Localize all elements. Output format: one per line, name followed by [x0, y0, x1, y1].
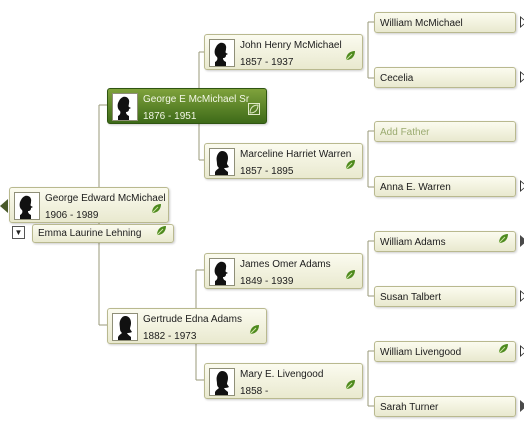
silhouette-icon — [209, 39, 235, 67]
expand-arrow-icon[interactable] — [520, 71, 524, 83]
person-years: 1849 - 1939 — [240, 276, 294, 287]
silhouette-icon — [14, 192, 40, 220]
person-card-maternal-grandfather[interactable]: James Omer Adams 1849 - 1939 — [204, 253, 363, 289]
person-card-gen4[interactable]: William McMichael — [374, 12, 516, 33]
leaf-icon[interactable] — [345, 379, 356, 393]
person-name: Sarah Turner — [380, 402, 439, 413]
person-card-gen4[interactable]: William Livengood — [374, 341, 516, 362]
leaf-icon[interactable] — [498, 233, 509, 247]
person-card-paternal-grandfather[interactable]: John Henry McMichael 1857 - 1937 — [204, 34, 363, 70]
person-name: Gertrude Edna Adams — [143, 314, 242, 325]
person-name: George Edward McMichael — [45, 193, 166, 204]
expand-arrow-icon[interactable] — [520, 235, 524, 247]
person-card-mother[interactable]: Gertrude Edna Adams 1882 - 1973 — [107, 308, 267, 344]
person-card-father[interactable]: George E McMichael Sr 1876 - 1951 — [107, 88, 267, 124]
silhouette-icon — [112, 93, 138, 121]
person-years: 1906 - 1989 — [45, 210, 99, 221]
spouse-name: Emma Laurine Lehning — [38, 228, 142, 239]
person-card-gen4[interactable]: Anna E. Warren — [374, 176, 516, 197]
leaf-icon[interactable] — [248, 103, 260, 118]
person-card-maternal-grandmother[interactable]: Mary E. Livengood 1858 - — [204, 363, 363, 399]
person-name: James Omer Adams — [240, 259, 331, 270]
person-card-root[interactable]: George Edward McMichael 1906 - 1989 — [9, 187, 169, 223]
spouse-card[interactable]: Emma Laurine Lehning — [32, 224, 174, 243]
silhouette-icon — [209, 258, 235, 286]
person-name: William Adams — [380, 237, 446, 248]
person-name: Marceline Harriet Warren — [240, 149, 352, 160]
person-card-gen4[interactable]: William Adams — [374, 231, 516, 252]
person-name: John Henry McMichael — [240, 40, 342, 51]
leaf-icon[interactable] — [151, 203, 162, 217]
leaf-icon[interactable] — [345, 50, 356, 64]
person-name: William McMichael — [380, 18, 463, 29]
person-name: George E McMichael Sr — [143, 94, 250, 105]
person-name: Mary E. Livengood — [240, 369, 324, 380]
spouse-dropdown-button[interactable]: ▼ — [12, 226, 25, 239]
person-name: Anna E. Warren — [380, 182, 451, 193]
silhouette-icon — [209, 368, 235, 396]
person-card-gen4[interactable]: Susan Talbert — [374, 286, 516, 307]
person-years: 1876 - 1951 — [143, 111, 197, 122]
leaf-icon[interactable] — [345, 269, 356, 283]
leaf-icon[interactable] — [345, 159, 356, 173]
person-name: Cecelia — [380, 73, 414, 84]
person-name: William Livengood — [380, 347, 462, 358]
silhouette-icon — [112, 313, 138, 341]
expand-arrow-icon[interactable] — [520, 290, 524, 302]
person-years: 1882 - 1973 — [143, 331, 197, 342]
expand-descendants-icon[interactable] — [0, 199, 8, 213]
leaf-icon[interactable] — [498, 343, 509, 357]
expand-arrow-icon[interactable] — [520, 180, 524, 192]
silhouette-icon — [209, 148, 235, 176]
expand-arrow-icon[interactable] — [520, 16, 524, 28]
leaf-icon[interactable] — [156, 225, 167, 239]
person-years: 1858 - — [240, 386, 269, 397]
person-name: Susan Talbert — [380, 292, 441, 303]
person-card-gen4[interactable]: Cecelia — [374, 67, 516, 88]
person-years: 1857 - 1895 — [240, 166, 294, 177]
leaf-icon[interactable] — [249, 324, 260, 338]
person-card-paternal-grandmother[interactable]: Marceline Harriet Warren 1857 - 1895 — [204, 143, 363, 179]
person-card-gen4[interactable]: Sarah Turner — [374, 396, 516, 417]
add-father-label: Add Father — [380, 127, 430, 138]
person-years: 1857 - 1937 — [240, 57, 294, 68]
expand-arrow-icon[interactable] — [520, 400, 524, 412]
expand-arrow-icon[interactable] — [520, 345, 524, 357]
add-father-card[interactable]: Add Father — [374, 121, 516, 142]
